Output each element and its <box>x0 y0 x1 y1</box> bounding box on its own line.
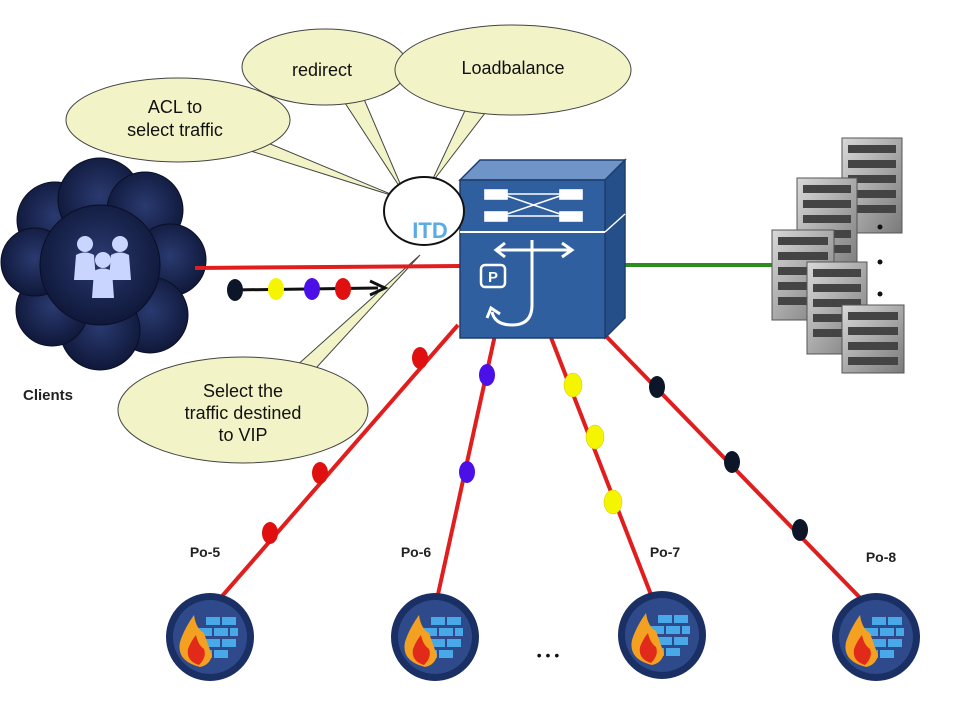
firewall-po-5 <box>166 593 254 681</box>
callout-acl-line-1: ACL to <box>148 97 202 117</box>
callout-acl-line-2: select traffic <box>127 120 223 140</box>
po-8-label: Po-8 <box>866 549 897 565</box>
traffic-dot-purple <box>304 278 320 300</box>
firewall-icon <box>618 591 706 679</box>
itd-label: ITD <box>412 218 447 243</box>
firewall-icon <box>832 593 920 681</box>
itd-node: ITD <box>383 176 465 246</box>
clients-label: Clients <box>23 387 73 404</box>
client-link <box>194 264 461 270</box>
users-icon <box>74 236 131 298</box>
firewall-po-7 <box>618 591 706 679</box>
traffic-arrow <box>227 278 389 301</box>
po-6-dots <box>459 364 495 483</box>
po-7-label: Po-7 <box>650 544 681 560</box>
po-5-label: Po-5 <box>190 544 221 560</box>
cloud-icon <box>0 157 207 371</box>
traffic-dot-black <box>227 279 243 301</box>
po-8-dots <box>649 376 808 541</box>
po-6-label: Po-6 <box>401 544 432 560</box>
firewall-icon <box>166 593 254 681</box>
po-5-link <box>208 323 460 612</box>
callout-select-vip: Select the traffic destined to VIP <box>117 356 369 464</box>
callout-redirect-line-1: redirect <box>292 60 352 80</box>
callout-vip-line-3: to VIP <box>218 425 267 445</box>
firewall-icon <box>391 593 479 681</box>
callout-loadbalance: Loadbalance <box>394 24 632 116</box>
traffic-dot-yellow <box>268 278 284 300</box>
server-ellipsis <box>877 224 883 297</box>
callout-vip-line-1: Select the <box>203 381 283 401</box>
po-7-link <box>548 334 657 606</box>
callout-acl: ACL to select traffic <box>65 77 291 163</box>
switch-icon: P <box>458 158 627 340</box>
callout-vip-line-2: traffic destined <box>185 403 302 423</box>
firewall-ellipsis: • • • <box>537 647 560 663</box>
callout-loadbalance-line-1: Loadbalance <box>461 58 564 78</box>
clients-cloud <box>0 157 207 371</box>
server-rack <box>841 304 905 374</box>
svg-text:P: P <box>488 269 498 286</box>
po-7-dots <box>563 372 623 515</box>
callout-redirect: redirect <box>241 28 409 106</box>
traffic-dot-red <box>335 278 351 300</box>
firewall-po-6 <box>391 593 479 681</box>
po-5-dots <box>262 347 428 544</box>
firewall-po-8 <box>832 593 920 681</box>
server-icon <box>771 137 905 374</box>
